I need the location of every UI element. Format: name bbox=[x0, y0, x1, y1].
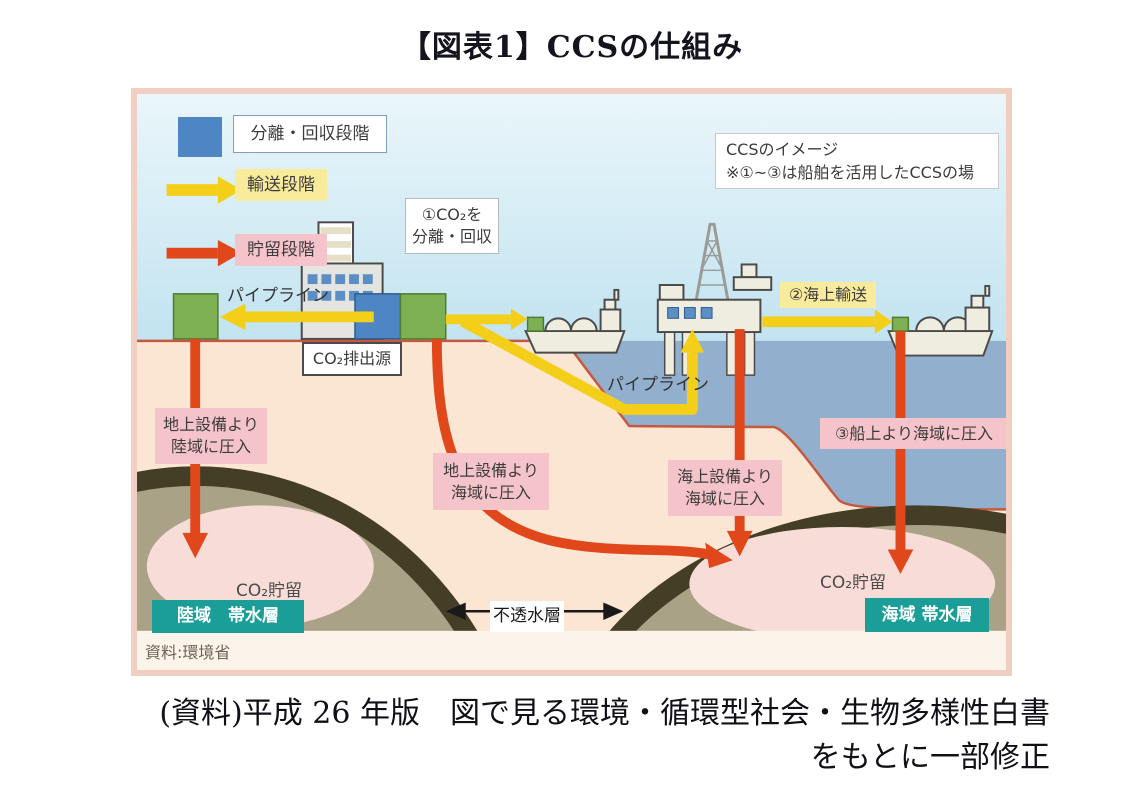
legend-capture-swatch bbox=[178, 117, 222, 157]
legend-transport-arrow bbox=[166, 176, 242, 204]
co2-source-label: CO₂排出源 bbox=[302, 342, 402, 376]
legend-capture-label: 分離・回収段階 bbox=[233, 115, 387, 153]
figure-title: 【図表1】CCSの仕組み bbox=[400, 30, 744, 65]
ccs-scene-art bbox=[137, 94, 1006, 670]
aquifer-sea-tag: 海域 帯水層 bbox=[865, 598, 989, 632]
subsea-pipeline bbox=[459, 316, 705, 415]
inject-arrow-land-to-sea bbox=[431, 338, 733, 569]
legend-storage-arrow bbox=[166, 239, 242, 267]
diagram-source-credit: 資料:環境省 bbox=[145, 643, 231, 663]
caption-line2: をもとに一部修正 bbox=[810, 740, 1050, 776]
inject-arrow-platform bbox=[726, 329, 753, 557]
offshore-platform bbox=[656, 222, 773, 376]
aquifer-land-tag: 陸域 帯水層 bbox=[152, 600, 304, 633]
impermeable-pointers bbox=[445, 602, 624, 620]
ccs-note-line2: ※①~③は船舶を活用したCCSの場 bbox=[726, 163, 975, 182]
impermeable-layer-label: 不透水層 bbox=[490, 601, 564, 632]
bottom-strip bbox=[137, 630, 1006, 670]
storage-tank-green-right bbox=[399, 293, 447, 340]
step1-capture-label: ①CO₂を 分離・回収 bbox=[405, 198, 499, 254]
co2-ship-left bbox=[524, 288, 626, 354]
step1-line2: 分離・回収 bbox=[411, 227, 492, 246]
step2-sea-transport-label: ②海上輸送 bbox=[780, 282, 876, 308]
inject-land-line2: 陸域に圧入 bbox=[170, 437, 251, 456]
transport-arrows bbox=[166, 176, 893, 415]
inject-sea-label: 地上設備より 海域に圧入 bbox=[433, 453, 549, 510]
inject-sea-line1: 地上設備より bbox=[443, 460, 539, 480]
co2-storage-right-label: CO₂貯留 bbox=[819, 572, 887, 593]
sea-transport-arrow bbox=[762, 309, 893, 334]
ccs-note-box: CCSのイメージ ※①~③は船舶を活用したCCSの場 bbox=[715, 133, 999, 189]
arrow-to-left-ship bbox=[445, 308, 528, 331]
ccs-diagram-panel: 分離・回収段階 輸送段階 貯留段階 CCSのイメージ ※①~③は船舶を活用したC… bbox=[131, 88, 1012, 676]
co2-storage-left-label: CO₂貯留 bbox=[235, 580, 303, 601]
inject-sea-line2: 海域に圧入 bbox=[450, 482, 531, 502]
pipeline-land-label: パイプライン bbox=[227, 285, 329, 306]
ccs-note-line1: CCSのイメージ bbox=[726, 139, 839, 159]
legend-transport-label: 輸送段階 bbox=[235, 169, 327, 201]
inject-land-line1: 地上設備より bbox=[163, 415, 259, 435]
inject-offshore-label: 海上設備より 海域に圧入 bbox=[668, 460, 782, 516]
pipeline-arrow-to-left-tank bbox=[219, 303, 374, 331]
storage-tank-green-left bbox=[172, 293, 219, 340]
step1-line1: ①CO₂を bbox=[421, 205, 483, 225]
inject-offshore-line2: 海域に圧入 bbox=[684, 489, 765, 508]
inject-offshore-line1: 海上設備より bbox=[677, 467, 773, 487]
platform-windows bbox=[667, 307, 713, 319]
caption-line1: (資料)平成 26 年版 図で見る環境・循環型社会・生物多様性白書 bbox=[159, 696, 1050, 731]
legend-storage-label: 貯留段階 bbox=[235, 234, 327, 266]
inject-ship-label: ③船上より海域に圧入 bbox=[820, 418, 1006, 449]
inject-land-label: 地上設備より 陸域に圧入 bbox=[155, 408, 267, 464]
co2-ship-right bbox=[887, 285, 994, 357]
figure-caption: (資料)平成 26 年版 図で見る環境・循環型社会・生物多様性白書 をもとに一部… bbox=[95, 692, 1050, 781]
pipeline-sea-label: パイプライン bbox=[607, 374, 709, 395]
